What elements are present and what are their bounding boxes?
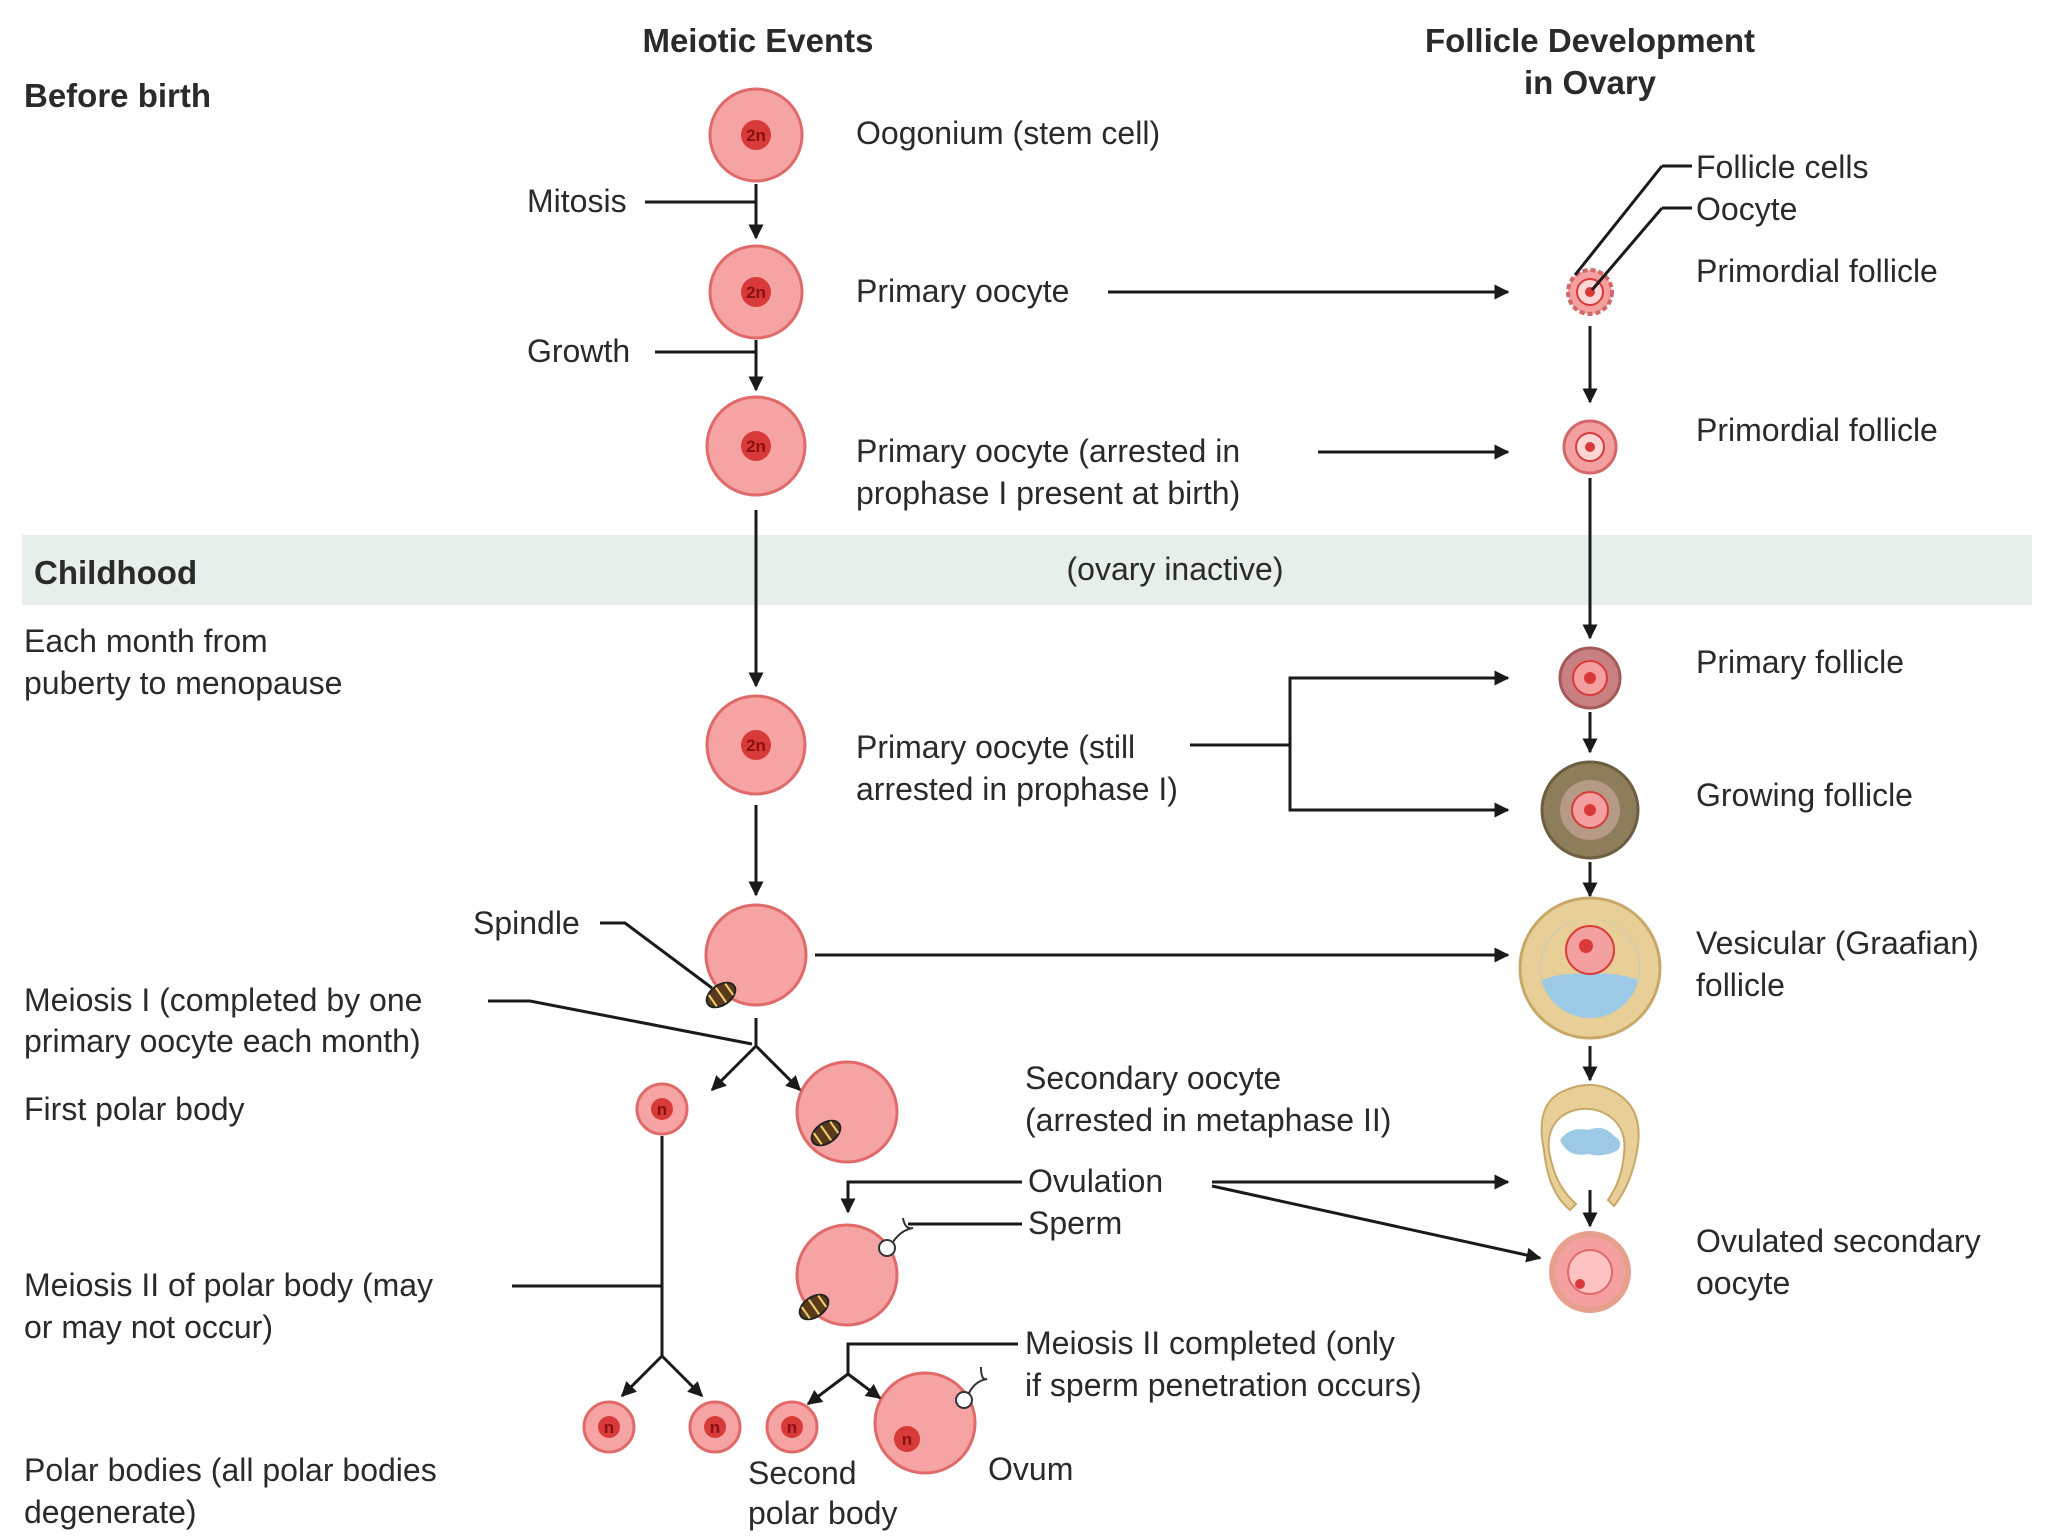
meiotic-events-header: Meiotic Events bbox=[642, 22, 873, 59]
ovulation-label: Ovulation bbox=[1028, 1163, 1163, 1199]
polar-body-cell: n bbox=[582, 1400, 636, 1454]
oocyte-leader-diag bbox=[1590, 207, 1664, 291]
bracket-to-growing bbox=[1288, 678, 1510, 818]
meiosis1-leader bbox=[488, 999, 753, 1046]
vesicular-follicle bbox=[1518, 896, 1662, 1040]
ovulated-secondary-oocyte bbox=[1549, 1231, 1631, 1313]
primary-oocyte-arrested-cell: 2n bbox=[705, 395, 807, 497]
primary-oocyte-still-arrested-cell: 2n bbox=[705, 694, 807, 796]
vesicular-follicle-label-line1: Vesicular (Graafian) bbox=[1696, 925, 1979, 961]
spindle-leader bbox=[600, 921, 713, 990]
ploidy-label: 2n bbox=[746, 437, 766, 456]
growth-label: Growth bbox=[527, 333, 630, 369]
ruptured-follicle bbox=[1540, 1083, 1640, 1212]
second-polar-body-label-line2: polar body bbox=[748, 1495, 897, 1531]
oocyte-with-spindle bbox=[704, 903, 808, 1009]
stage-childhood: Childhood bbox=[34, 554, 197, 591]
spindle-icon bbox=[705, 981, 737, 1009]
oogonium-cell: 2n bbox=[708, 87, 804, 183]
ovulation-to-ovulated-arrow bbox=[1211, 1184, 1542, 1263]
stage-monthly-line1: Each month from bbox=[24, 623, 268, 659]
meiosis1-to-secondary bbox=[754, 1044, 802, 1092]
oocyte-label: Oocyte bbox=[1696, 191, 1797, 227]
primary-arrested-label-line1: Primary oocyte (arrested in bbox=[856, 433, 1240, 469]
stage-monthly-line2: puberty to menopause bbox=[24, 665, 342, 701]
second-polar-body-label-line1: Second bbox=[748, 1455, 857, 1491]
spindle-icon bbox=[810, 1119, 842, 1147]
spindle-label: Spindle bbox=[473, 905, 580, 941]
stage-before-birth: Before birth bbox=[24, 77, 211, 114]
meiosis2-polar-label-line2: or may not occur) bbox=[24, 1309, 273, 1345]
ovary-inactive-label: (ovary inactive) bbox=[1067, 551, 1284, 587]
first-polar-body-label: First polar body bbox=[24, 1091, 245, 1127]
ploidy-label: 2n bbox=[746, 126, 766, 145]
meiosis2-to-polar bbox=[806, 1372, 849, 1406]
primary-oocyte-label: Primary oocyte bbox=[856, 273, 1069, 309]
second-polar-body-cell: n bbox=[765, 1400, 819, 1454]
still-arrested-label-line2: arrested in prophase I) bbox=[856, 771, 1178, 807]
first-polar-body-cell: n bbox=[635, 1082, 689, 1136]
ploidy-label: 2n bbox=[746, 283, 766, 302]
meiosis1-label-line1: Meiosis I (completed by one bbox=[24, 982, 422, 1018]
follicle-development-header: Follicle Development bbox=[1425, 22, 1755, 59]
meiosis2-polar-label-line1: Meiosis II of polar body (may bbox=[24, 1267, 433, 1303]
ploidy-label: n bbox=[710, 1418, 720, 1437]
follicle-development-header-line2: in Ovary bbox=[1524, 64, 1657, 101]
ploidy-label: n bbox=[787, 1418, 797, 1437]
ovulation-to-oocyte bbox=[840, 1180, 1022, 1214]
childhood-band bbox=[22, 535, 2032, 605]
meiosis2-to-ovum bbox=[847, 1372, 882, 1400]
follicle-cells-leader-diag bbox=[1573, 165, 1664, 276]
follicle-cells-label: Follicle cells bbox=[1696, 149, 1868, 185]
ovulated-label-line1: Ovulated secondary bbox=[1696, 1223, 1981, 1259]
oogonium-label: Oogonium (stem cell) bbox=[856, 115, 1160, 151]
meiosis2-done-label-line1: Meiosis II completed (only bbox=[1025, 1325, 1395, 1361]
ovum-label: Ovum bbox=[988, 1451, 1073, 1487]
meiosis2-done-leader bbox=[846, 1342, 1018, 1374]
polar-split-left bbox=[620, 1354, 664, 1398]
sperm-icon bbox=[955, 1391, 973, 1409]
growing-follicle-label: Growing follicle bbox=[1696, 777, 1913, 813]
primary-follicle-label: Primary follicle bbox=[1696, 644, 1904, 680]
primary-arrested-label-line2: prophase I present at birth) bbox=[856, 475, 1240, 511]
ovulated-label-line2: oocyte bbox=[1696, 1265, 1790, 1301]
ploidy-label: n bbox=[604, 1418, 614, 1437]
growing-follicle bbox=[1540, 760, 1640, 860]
meiosis2-done-label-line2: if sperm penetration occurs) bbox=[1025, 1367, 1422, 1403]
polar-split-right bbox=[660, 1354, 704, 1398]
polar-body-cell: n bbox=[688, 1400, 742, 1454]
sperm-icon bbox=[878, 1239, 896, 1257]
fertilized-secondary-oocyte bbox=[795, 1217, 914, 1327]
polar-bodies-label-line1: Polar bodies (all polar bodies bbox=[24, 1452, 437, 1488]
ovum-cell: n bbox=[873, 1366, 988, 1475]
vesicular-follicle-label-line2: follicle bbox=[1696, 967, 1785, 1003]
meiosis1-label-line2: primary oocyte each month) bbox=[24, 1023, 421, 1059]
bracket-to-primary bbox=[1288, 670, 1510, 810]
ploidy-label: n bbox=[902, 1430, 912, 1449]
polar-bodies-label-line2: degenerate) bbox=[24, 1494, 197, 1530]
still-arrested-label-line1: Primary oocyte (still bbox=[856, 729, 1135, 765]
ploidy-label: n bbox=[657, 1100, 667, 1119]
secondary-oocyte-label-line1: Secondary oocyte bbox=[1025, 1060, 1281, 1096]
spindle-icon bbox=[798, 1293, 830, 1321]
primordial-follicle-label-1: Primordial follicle bbox=[1696, 253, 1938, 289]
secondary-oocyte-label-line2: (arrested in metaphase II) bbox=[1025, 1102, 1391, 1138]
primordial-follicle-label-2: Primordial follicle bbox=[1696, 412, 1938, 448]
secondary-oocyte-cell bbox=[795, 1060, 899, 1164]
meiosis1-to-polar bbox=[710, 1044, 758, 1092]
primary-follicle bbox=[1558, 646, 1622, 710]
primordial-follicle-2 bbox=[1562, 419, 1618, 475]
sperm-label: Sperm bbox=[1028, 1205, 1122, 1241]
ploidy-label: 2n bbox=[746, 736, 766, 755]
primary-oocyte-cell: 2n bbox=[708, 244, 804, 340]
mitosis-label: Mitosis bbox=[527, 183, 627, 219]
